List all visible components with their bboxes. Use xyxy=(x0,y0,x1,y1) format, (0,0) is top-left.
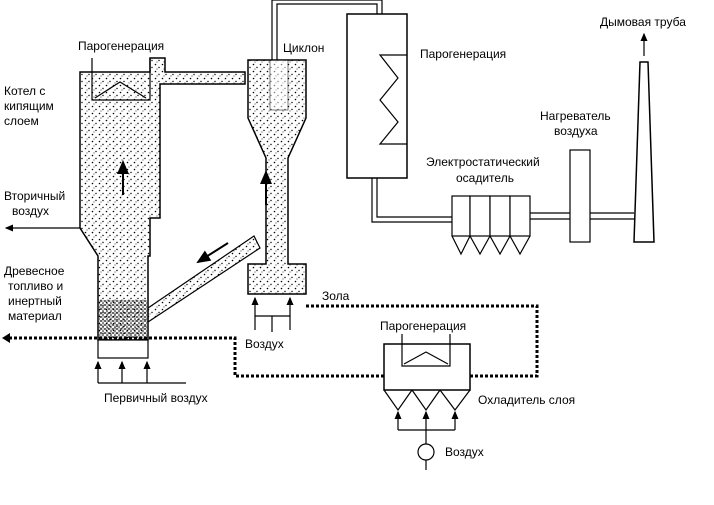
label-secondary-air-1: Вторичный xyxy=(4,189,65,203)
cyclone-outlet-tube xyxy=(269,59,289,111)
cyclone xyxy=(247,59,307,332)
cooler-fan-icon xyxy=(417,443,435,461)
esp-cell-1 xyxy=(451,195,471,237)
flue-duct xyxy=(271,0,452,223)
label-secondary-air-2: воздух xyxy=(12,204,49,218)
ash-line-return xyxy=(10,336,384,378)
label-fuel-2: топливо и xyxy=(8,279,63,293)
flue-duct-down xyxy=(371,178,452,223)
air-heater xyxy=(569,149,634,243)
electrostatic-precipitator xyxy=(451,195,570,256)
return-leg xyxy=(147,235,261,324)
ash-loop xyxy=(2,304,539,378)
label-fuel-4: материал xyxy=(8,309,62,323)
return-flow-arrow xyxy=(196,242,229,264)
flue-duct-down-inner xyxy=(376,178,452,218)
chimney-stack xyxy=(633,32,655,243)
boiler-dense-bed xyxy=(99,300,147,342)
label-air-heater-1: Нагреватель xyxy=(540,109,611,123)
label-bed-cooler: Охладитель слоя xyxy=(478,393,575,407)
esp-cell-2 xyxy=(469,195,491,237)
label-esp-1: Электростатический xyxy=(426,155,540,169)
fuel-inlet-arrow xyxy=(2,333,10,343)
label-cyclone: Циклон xyxy=(283,41,324,55)
boiler-steam-coil xyxy=(91,58,151,101)
flue-duct-top-inner xyxy=(276,3,378,60)
esp-cell-4 xyxy=(509,195,531,237)
label-steam-gen-right: Парогенерация xyxy=(420,47,506,61)
air-heater-box xyxy=(569,149,591,243)
label-boiler-2: кипящим xyxy=(4,99,54,113)
label-esp-2: осадитель xyxy=(456,171,514,185)
boiler-bottom-grid xyxy=(97,339,149,359)
label-stack: Дымовая труба xyxy=(600,15,686,29)
esp-hoppers xyxy=(451,235,531,256)
label-ash: Зола xyxy=(322,289,350,303)
bed-cooler xyxy=(383,334,471,470)
label-steam-gen-cooler: Парогенерация xyxy=(380,319,466,333)
label-steam-gen-boiler: Парогенерация xyxy=(78,39,164,53)
bed-cooler-box xyxy=(383,343,471,391)
ash-line-out xyxy=(306,304,539,378)
label-fuel-1: Древесное xyxy=(4,264,65,278)
return-leg-pipe xyxy=(147,235,261,324)
boiler-body xyxy=(79,57,246,341)
label-air-heater-2: воздуха xyxy=(554,124,598,138)
convective-coil xyxy=(378,54,407,145)
bed-cooler-hoppers xyxy=(383,389,471,412)
cyclone-body xyxy=(247,59,307,295)
flue-duct-top xyxy=(271,0,383,60)
boiler xyxy=(4,57,246,384)
stack-body xyxy=(633,61,655,243)
label-cyclone-air: Воздух xyxy=(245,337,284,351)
label-boiler-1: Котел с xyxy=(4,84,45,98)
label-fuel-3: инертный xyxy=(8,294,62,308)
esp-cell-3 xyxy=(489,195,511,237)
bed-cooler-coil xyxy=(401,334,451,367)
label-boiler-3: слоем xyxy=(4,114,39,128)
labels: Парогенерация Котел с кипящим слоем Втор… xyxy=(4,15,686,459)
convective-section xyxy=(346,13,408,179)
convective-box xyxy=(346,13,408,179)
label-cooler-air: Воздух xyxy=(445,445,484,459)
bed-cooler-coil-zigzag xyxy=(403,351,449,365)
boiler-coil-zigzag xyxy=(94,81,147,99)
label-primary-air: Первичный воздух xyxy=(104,391,208,405)
